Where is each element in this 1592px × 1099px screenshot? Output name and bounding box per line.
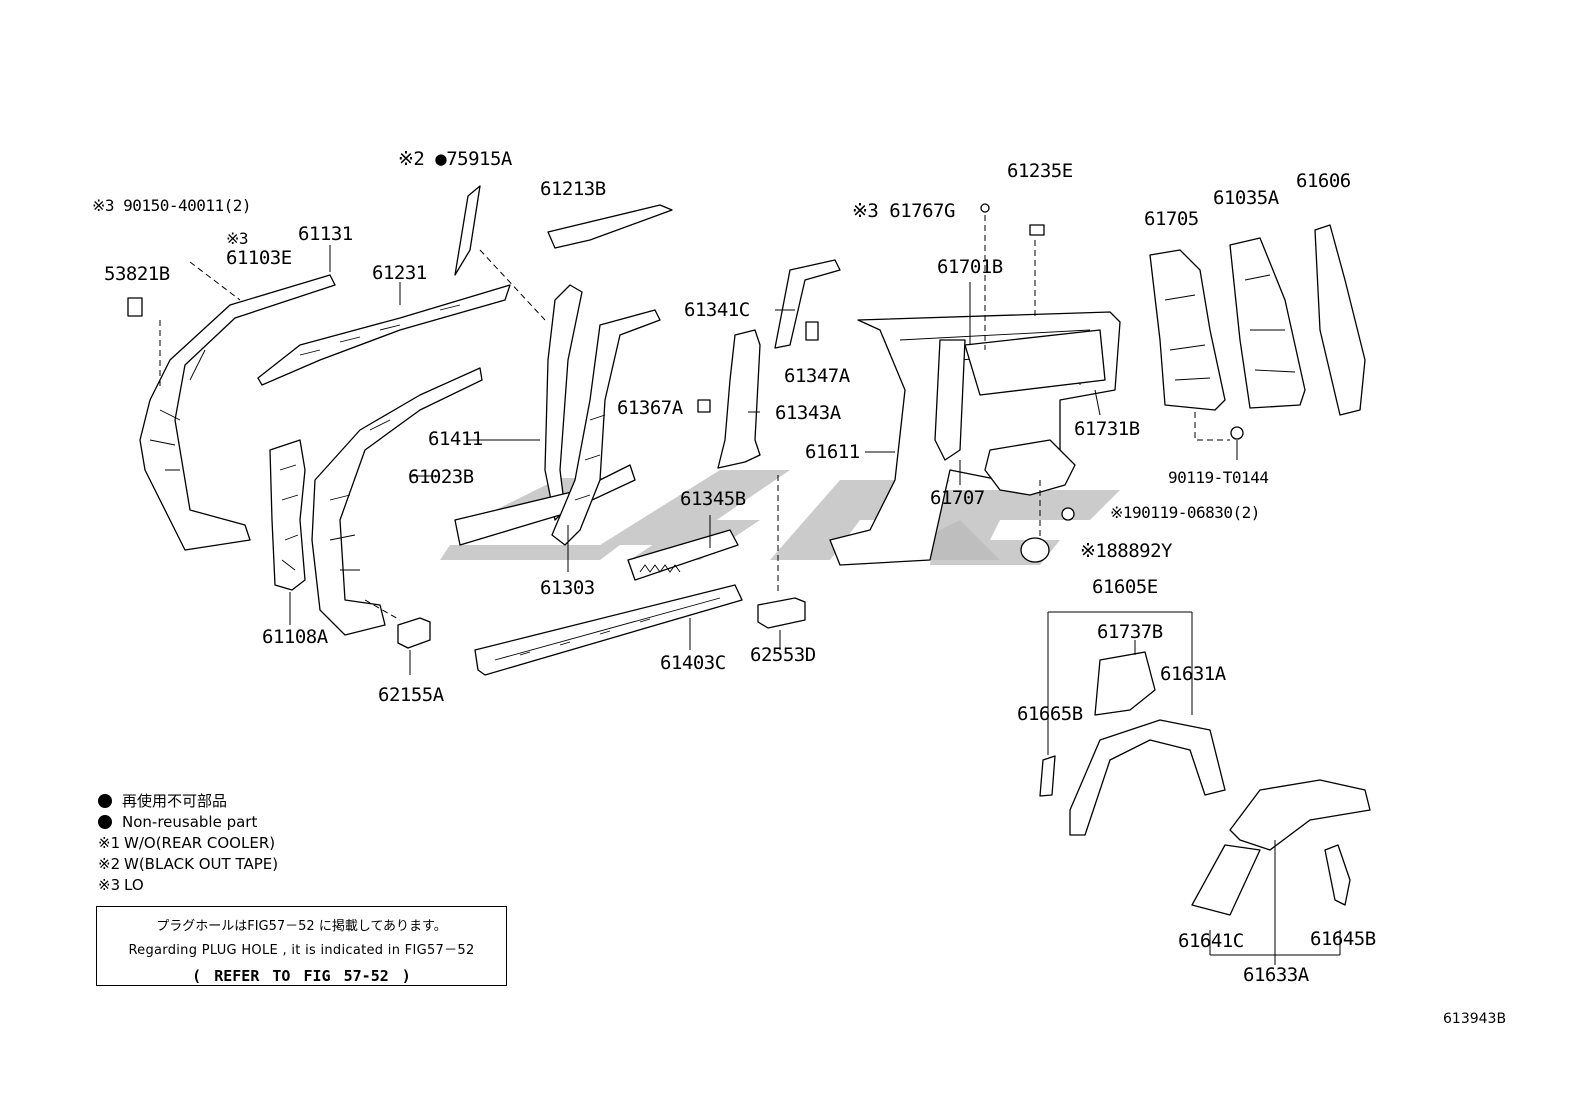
- grommet-188892Y: [1020, 537, 1050, 563]
- bracket-61665B: [1039, 755, 1056, 797]
- roof-side-inner-61213B: [547, 204, 673, 249]
- label-61103E-note: ※3: [226, 229, 249, 248]
- filler-block-62553D: [757, 597, 806, 629]
- label-61731B: 61731B: [1074, 418, 1140, 440]
- note-text-2: W(BLACK OUT TAPE): [124, 854, 279, 873]
- label-62155A: 62155A: [378, 684, 444, 706]
- black-out-tape-75915A: [454, 185, 481, 276]
- label-61231: 61231: [372, 262, 427, 284]
- label-61341C: 61341C: [684, 299, 750, 321]
- bracket-61347A: [805, 321, 819, 341]
- note-line-ref: ( REFER TO FIG 57-52 ): [192, 967, 411, 985]
- wheelhouse-outer-61731B: [984, 439, 1076, 496]
- label-61103E: 61103E: [226, 247, 292, 269]
- filled-dot-icon: [98, 814, 112, 829]
- wheelhouse-inner-61633A: [1229, 779, 1371, 851]
- bolt-190119: [1061, 507, 1075, 521]
- quarter-inner-61701B: [964, 329, 1106, 396]
- label-61343A: 61343A: [775, 402, 841, 424]
- leader-lines: [159, 215, 1341, 965]
- wheelhouse-bracket-61737B: [1094, 651, 1156, 716]
- label-61737B: 61737B: [1097, 621, 1163, 643]
- note-text-1: W/O(REAR COOLER): [124, 833, 276, 852]
- filled-dot-icon: [98, 793, 112, 808]
- label-61707: 61707: [930, 487, 985, 509]
- legend-row-en: Non-reusable part: [98, 811, 278, 832]
- label-61235E: 61235E: [1007, 160, 1073, 182]
- label-188892Y: ※188892Y: [1080, 540, 1173, 562]
- label-61665B: 61665B: [1017, 703, 1083, 725]
- label-61367A: 61367A: [617, 397, 683, 419]
- legend-note-2: ※2 W(BLACK OUT TAPE): [98, 853, 278, 874]
- label-61645B: 61645B: [1310, 928, 1376, 950]
- front-body-pillar-53821B-assembly: [127, 274, 336, 551]
- label-90119-T0144: 90119-T0144: [1168, 468, 1269, 487]
- pillar-reinforcement-61343A: [717, 329, 761, 469]
- label-61611: 61611: [805, 441, 860, 463]
- front-pillar-outer-61108A: [269, 439, 306, 591]
- clip-61367A: [697, 399, 711, 413]
- bolt-90119: [1230, 426, 1244, 440]
- label-61631A: 61631A: [1160, 663, 1226, 685]
- note-line-jp: プラグホールはFIG57－52 に掲載してあります。: [156, 919, 447, 934]
- quarter-pillar-61707: [934, 339, 966, 461]
- legend-row-jp: 再使用不可部品: [98, 790, 278, 811]
- label-61606: 61606: [1296, 170, 1351, 192]
- label-61633A: 61633A: [1243, 964, 1309, 986]
- label-61411: 61411: [428, 428, 483, 450]
- clip-61235E: [1029, 224, 1045, 236]
- note-mark-1: ※1: [98, 833, 121, 852]
- label-190119-06830: ※190119-06830(2): [1110, 503, 1260, 522]
- note-mark-3: ※3: [98, 875, 121, 894]
- pillar-bracket-61341C: [774, 259, 841, 349]
- label-61345B: 61345B: [680, 488, 746, 510]
- label-61303: 61303: [540, 577, 595, 599]
- back-door-opening-61035A: [1229, 237, 1306, 409]
- rear-pillar-61606: [1314, 224, 1366, 416]
- label-90150-40011: ※3 90150-40011(2): [92, 196, 252, 215]
- label-61701B: 61701B: [937, 256, 1003, 278]
- label-61605E: 61605E: [1092, 576, 1158, 598]
- legend-note-3: ※3 LO: [98, 874, 278, 895]
- plug-hole-note-box: プラグホールはFIG57－52 に掲載してあります。 Regarding PLU…: [96, 906, 507, 986]
- roof-side-rail-61231: [257, 284, 511, 386]
- label-75915A: ※2 ●75915A: [398, 148, 512, 170]
- filler-block-62155A: [397, 617, 431, 649]
- label-62553D: 62553D: [750, 644, 816, 666]
- label-61641C: 61641C: [1178, 930, 1244, 952]
- legend-note-1: ※1 W/O(REAR COOLER): [98, 832, 278, 853]
- label-61347A: 61347A: [784, 365, 850, 387]
- label-61767G: ※3 61767G: [852, 200, 955, 222]
- front-pillar-inner-61023B: [311, 367, 483, 636]
- legend: 再使用不可部品 Non-reusable part ※1 W/O(REAR CO…: [98, 790, 278, 895]
- label-61705: 61705: [1144, 208, 1199, 230]
- label-61023B: 61023B: [408, 466, 474, 488]
- note-line-en: Regarding PLUG HOLE , it is indicated in…: [128, 943, 475, 958]
- legend-jp-text: 再使用不可部品: [122, 791, 228, 810]
- note-text-3: LO: [124, 875, 144, 894]
- label-61213B: 61213B: [540, 178, 606, 200]
- note-mark-2: ※2: [98, 854, 121, 873]
- panel-61641C: [1191, 844, 1261, 916]
- label-61035A: 61035A: [1213, 187, 1279, 209]
- back-panel-61705: [1149, 249, 1226, 411]
- wheelhouse-extension-61631A: [1069, 719, 1226, 836]
- label-61403C: 61403C: [660, 652, 726, 674]
- bracket-61645B: [1324, 844, 1351, 906]
- rocker-panel-61403C: [474, 584, 743, 676]
- center-pillar-inner-61303: [551, 309, 661, 546]
- label-53821B: 53821B: [104, 263, 170, 285]
- legend-en-text: Non-reusable part: [122, 812, 258, 831]
- label-61108A: 61108A: [262, 626, 328, 648]
- clip-61767G: [980, 203, 990, 213]
- figure-number: 613943B: [1443, 1011, 1507, 1027]
- label-61131: 61131: [298, 223, 353, 245]
